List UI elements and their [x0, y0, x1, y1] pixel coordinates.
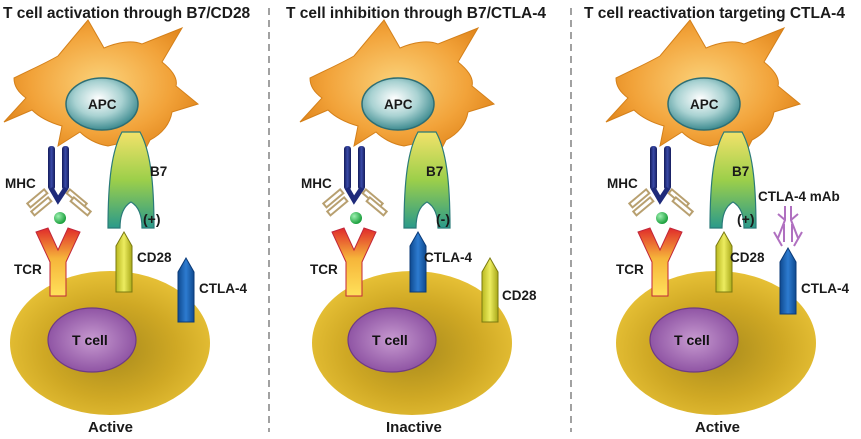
signal-sign: (+) [143, 211, 161, 227]
ctla4-receptor [177, 256, 195, 323]
mhc-label: MHC [5, 176, 36, 191]
t-cell-label: T cell [72, 332, 108, 348]
panel-title: T cell reactivation targeting CTLA-4 [584, 5, 845, 22]
apc-nucleus [65, 77, 139, 131]
b7-label: B7 [732, 164, 749, 179]
signal-sign: (-) [436, 211, 450, 227]
panel-reactivation: T cell reactivation targeting CTLA-4 APC… [584, 5, 849, 436]
t-cell-label: T cell [674, 332, 710, 348]
ctla4-receptor [409, 230, 427, 293]
mhc-molecule [321, 146, 389, 217]
panel-inhibition: T cell inhibition through B7/CTLA-4 APC … [286, 5, 546, 436]
mhc-label: MHC [607, 176, 638, 191]
apc-label: APC [88, 97, 117, 112]
mhc-label: MHC [301, 176, 332, 191]
upper-receptor-label: CD28 [730, 250, 765, 265]
b7-ligand [709, 131, 757, 229]
side-receptor-label: CTLA-4 [801, 281, 849, 296]
peptide-antigen [656, 212, 668, 224]
tcr-receptor [637, 227, 683, 297]
cd28-receptor [715, 230, 733, 293]
apc-nucleus [667, 77, 741, 131]
tcr-label: TCR [310, 262, 338, 277]
mhc-molecule [25, 146, 93, 217]
peptide-antigen [54, 212, 66, 224]
signal-sign: (+) [737, 211, 755, 227]
t-cell-nucleus [47, 307, 137, 373]
mhc-molecule [627, 146, 695, 217]
b7-label: B7 [150, 164, 167, 179]
upper-receptor-label: CD28 [137, 250, 172, 265]
panel-title: T cell inhibition through B7/CTLA-4 [286, 5, 546, 22]
tcr-label: TCR [14, 262, 42, 277]
tcr-label: TCR [616, 262, 644, 277]
t-cell-label: T cell [372, 332, 408, 348]
panel-activation: T cell activation through B7/CD28 APC T … [3, 5, 251, 436]
panel-title: T cell activation through B7/CD28 [3, 5, 251, 22]
t-cell-nucleus [347, 307, 437, 373]
b7-ligand [107, 131, 155, 229]
status-label: Active [88, 419, 133, 436]
tcr-receptor [331, 227, 377, 297]
apc-label: APC [384, 97, 413, 112]
antibody-label: CTLA-4 mAb [758, 189, 840, 204]
peptide-antigen [350, 212, 362, 224]
apc-label: APC [690, 97, 719, 112]
t-cell-nucleus [649, 307, 739, 373]
status-label: Inactive [386, 419, 442, 436]
b7-label: B7 [426, 164, 443, 179]
side-receptor-label: CD28 [502, 288, 537, 303]
ctla4-receptor [779, 246, 797, 315]
apc-nucleus [361, 77, 435, 131]
ctla4-antibody [773, 206, 803, 247]
upper-receptor-label: CTLA-4 [424, 250, 472, 265]
cd28-receptor [481, 256, 499, 323]
cd28-receptor [115, 230, 133, 293]
side-receptor-label: CTLA-4 [199, 281, 247, 296]
status-label: Active [695, 419, 740, 436]
tcr-receptor [35, 227, 81, 297]
b7-ligand [403, 131, 451, 229]
